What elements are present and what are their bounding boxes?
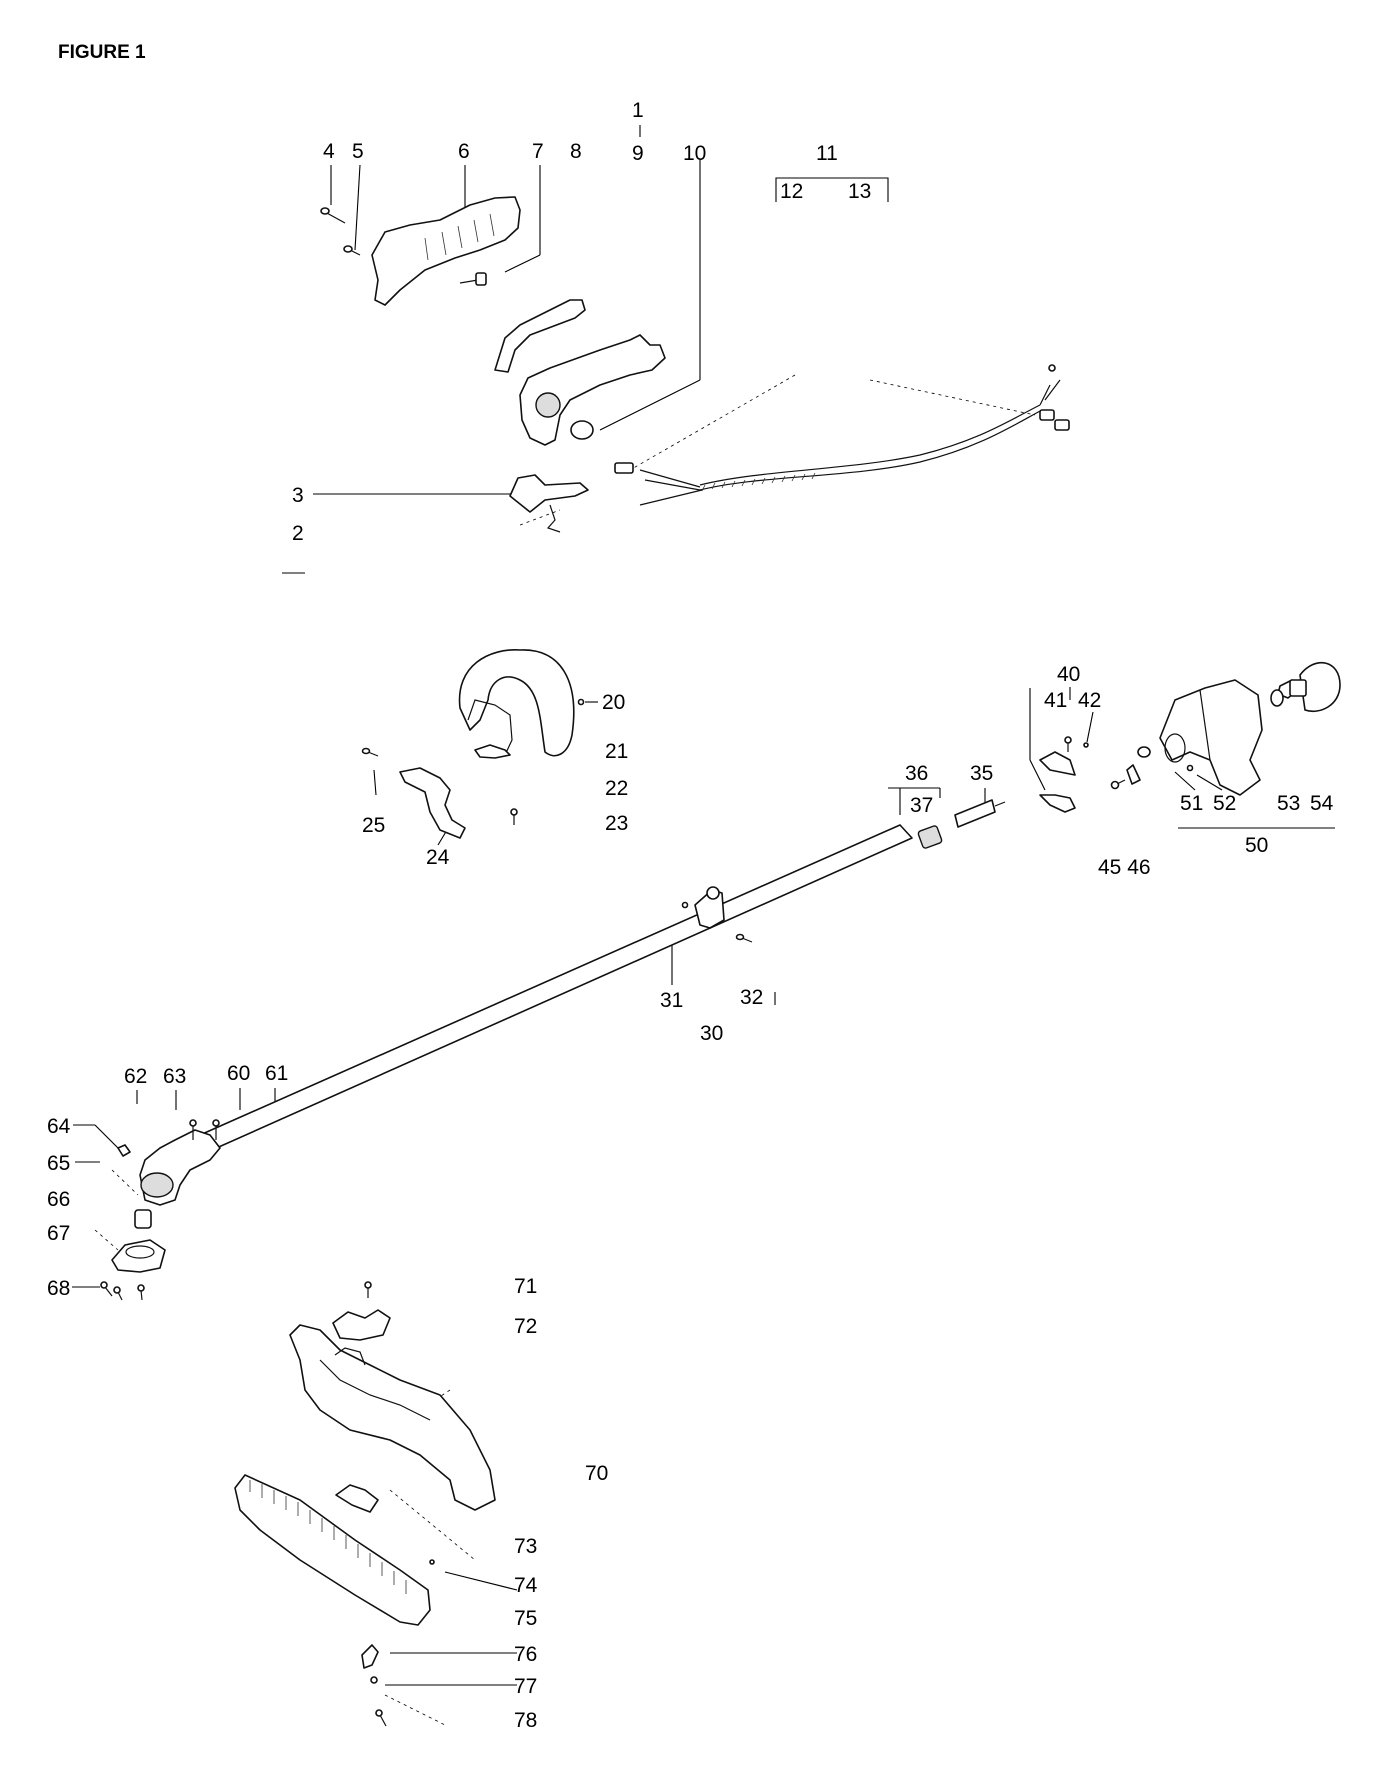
label-60: 60 <box>227 1062 250 1085</box>
cup-washer <box>111 1239 166 1273</box>
label-23: 23 <box>605 812 628 835</box>
label-6: 6 <box>458 140 470 163</box>
throttle-cable <box>699 404 1041 486</box>
label-24: 24 <box>426 846 450 869</box>
label-68: 68 <box>47 1277 70 1300</box>
label-54: 54 <box>1310 792 1334 815</box>
label-70: 70 <box>585 1462 608 1485</box>
label-53: 53 <box>1277 792 1300 815</box>
guard-blade-strip <box>234 1474 431 1626</box>
upper-handle-half <box>371 196 521 306</box>
label-8: 8 <box>570 140 582 163</box>
label-41: 41 <box>1044 689 1067 712</box>
label-50: 50 <box>1245 834 1268 857</box>
label-10: 10 <box>683 142 706 165</box>
label-37: 37 <box>910 794 933 817</box>
coupling-assembly <box>1039 661 1341 813</box>
label-22: 22 <box>605 777 628 800</box>
label-1: 1 <box>632 99 644 122</box>
label-66: 66 <box>47 1188 70 1211</box>
label-77: 77 <box>514 1675 537 1698</box>
label-76: 76 <box>514 1643 537 1666</box>
label-42: 42 <box>1078 689 1101 712</box>
label-35: 35 <box>970 762 993 785</box>
label-78: 78 <box>514 1709 537 1732</box>
label-7: 7 <box>532 140 544 163</box>
label-72: 72 <box>514 1315 537 1338</box>
screw-4 <box>320 207 346 224</box>
label-31: 31 <box>660 989 683 1012</box>
figure-title: FIGURE 1 <box>58 42 146 63</box>
clamp-22 <box>474 744 511 759</box>
assembly-dash-lines <box>94 374 1036 1726</box>
label-64: 64 <box>47 1115 71 1138</box>
label-52: 52 <box>1213 792 1236 815</box>
label-74: 74 <box>514 1574 538 1597</box>
label-32: 32 <box>740 986 763 1009</box>
label-4: 4 <box>323 140 335 163</box>
label-21: 21 <box>605 740 628 763</box>
label-20: 20 <box>602 691 625 714</box>
lower-handle-half <box>519 334 666 446</box>
label-3: 3 <box>292 484 304 507</box>
guard-plate <box>335 1484 379 1513</box>
label-40: 40 <box>1057 663 1080 686</box>
guard-body <box>289 1324 496 1511</box>
clamp-half-bottom <box>1039 794 1076 813</box>
handle-assembly <box>320 196 1070 533</box>
label-5: 5 <box>352 140 364 163</box>
label-2: 2 <box>292 522 304 545</box>
label-71: 71 <box>514 1275 537 1298</box>
label-73: 73 <box>514 1535 537 1558</box>
label-51: 51 <box>1180 792 1203 815</box>
label-75: 75 <box>514 1607 537 1630</box>
loop-handle-assembly <box>361 649 585 839</box>
label-45-46: 45 46 <box>1098 856 1151 879</box>
loop-handle <box>458 649 575 757</box>
clutch-drum <box>1299 661 1341 712</box>
label-36: 36 <box>905 762 928 785</box>
label-12: 12 <box>780 180 803 203</box>
throttle-trigger <box>494 299 586 373</box>
lever-3 <box>509 474 589 513</box>
gear-head-assembly <box>100 1119 221 1301</box>
label-9: 9 <box>632 142 644 165</box>
clamp-half-top <box>1039 751 1076 776</box>
shaft-tube <box>199 799 1006 1151</box>
label-67: 67 <box>47 1222 70 1245</box>
callout-labels: 1 9 4 5 6 7 8 10 11 12 13 3 2 20 21 22 2… <box>47 99 1334 1732</box>
label-63: 63 <box>163 1065 186 1088</box>
cap-10 <box>570 420 594 440</box>
drive-tube <box>199 824 913 1151</box>
label-11: 11 <box>816 142 838 165</box>
nut-7 <box>459 272 487 286</box>
label-61: 61 <box>265 1062 288 1085</box>
label-62: 62 <box>124 1065 147 1088</box>
label-25: 25 <box>362 814 385 837</box>
clutch-housing <box>1159 679 1263 796</box>
label-13: 13 <box>848 180 871 203</box>
spacer-66 <box>134 1209 152 1229</box>
guard-clamp <box>332 1309 391 1341</box>
label-30: 30 <box>700 1022 723 1045</box>
screw-5 <box>343 245 361 256</box>
guard-assembly <box>234 1281 496 1727</box>
label-65: 65 <box>47 1152 70 1175</box>
bracket-24 <box>399 767 466 839</box>
